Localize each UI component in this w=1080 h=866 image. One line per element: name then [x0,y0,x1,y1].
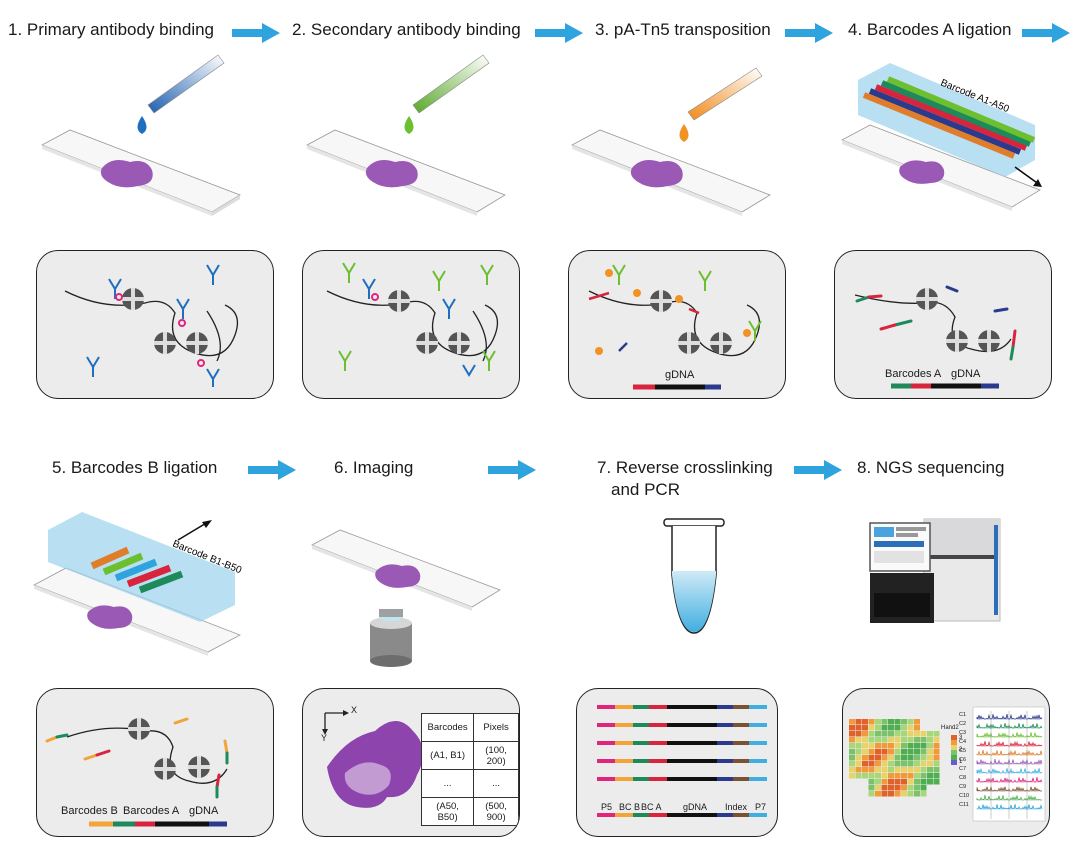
track-label: C1 [959,712,967,718]
flow-arrow-7 [794,460,842,480]
index-label: Index [725,802,748,812]
panel-tn5-transposition: gDNA [568,250,786,399]
track-label: C11 [959,802,969,808]
slide-illustration-2 [306,54,506,216]
step-title-1: 1. Primary antibody binding [8,20,215,39]
track-label: C4 [959,739,967,745]
axis-y-label: Y [321,733,328,743]
step-title-5: 5. Barcodes B ligation [52,458,218,477]
track-label: C6 [959,757,967,763]
slide-illustration-3 [571,67,771,216]
gdna-label: gDNA [683,802,708,812]
droplet [137,116,147,134]
slide-illustration-4: Barcode A1-A50 [841,63,1042,211]
flow-arrow-4 [1022,23,1070,43]
panel-secondary-antibody [302,250,520,399]
panel-primary-antibody [36,250,274,399]
barcodes-a-label: Barcodes A [123,805,180,817]
scale-label: 1 [959,759,963,765]
barcodes-b-label: Barcodes B [61,805,118,817]
gdna-label: gDNA [951,368,981,380]
spatial-map-and-tracks [849,706,1046,822]
track-label: C7 [959,766,967,772]
track-label: C3 [959,730,967,736]
table-header-barcodes: Barcodes [420,713,475,742]
table-row: ...... [420,769,519,798]
slide-illustration-5: Barcode B1-B50 [33,512,243,656]
pipette-tip [147,54,225,114]
axis-x-label: X [351,705,358,715]
panel-library: P5 BC B BC A gDNA Index P7 [576,688,778,837]
flow-arrow-6 [488,460,536,480]
gdna-label: gDNA [665,369,695,381]
scale-label: 2 [959,747,963,753]
spatial-heatmap [849,719,940,797]
table-row: (A50, B50)(500, 900) [420,797,519,826]
track-label: C10 [959,793,970,799]
panel-barcodes-b: Barcodes B Barcodes A gDNA [36,688,274,837]
gdna-label: gDNA [189,805,219,817]
imaging-illustration [311,529,501,667]
ngs-sequencer [869,518,1001,623]
tissue-section [100,160,153,188]
track-label: C8 [959,775,967,781]
flow-arrow-5 [248,460,296,480]
p5-label: P5 [601,802,613,812]
pcr-tube [663,518,725,634]
slide-illustration-1 [41,54,241,216]
nucleosome-1 [122,288,144,310]
flow-arrow-2 [535,23,583,43]
table-header-pixels: Pixels [473,713,519,742]
barcodes-a-label: Barcodes A [885,368,942,380]
step-title-6: 6. Imaging [334,458,414,477]
flow-arrow-3 [785,23,833,43]
step-title-7: 7. Reverse crosslinking [597,458,773,477]
step-title-4: 4. Barcodes A ligation [848,20,1012,39]
signal-tracks [972,706,1046,822]
track-label: C2 [959,721,967,727]
heatmap-gene-label: Hand2 [941,725,959,731]
library-fragments [597,705,767,817]
color-scale [951,735,957,765]
bc-b-label: BC B [619,802,641,812]
track-label: C5 [959,748,967,754]
track-label: C9 [959,784,967,790]
flow-arrow-1 [232,23,280,43]
table-row: (A1, B1)(100, 200) [420,741,519,770]
step-title-8: 8. NGS sequencing [857,458,1005,477]
step-title-7-line2: and PCR [611,480,680,499]
p7-label: P7 [755,802,767,812]
bc-a-label: BC A [641,802,662,812]
panel-barcodes-a: Barcodes A gDNA [834,250,1052,399]
step-title-2: 2. Secondary antibody binding [292,20,521,39]
microscope-objective [370,609,412,667]
scale-label: 3 [959,735,963,741]
step-title-3: 3. pA-Tn5 transposition [595,20,771,39]
